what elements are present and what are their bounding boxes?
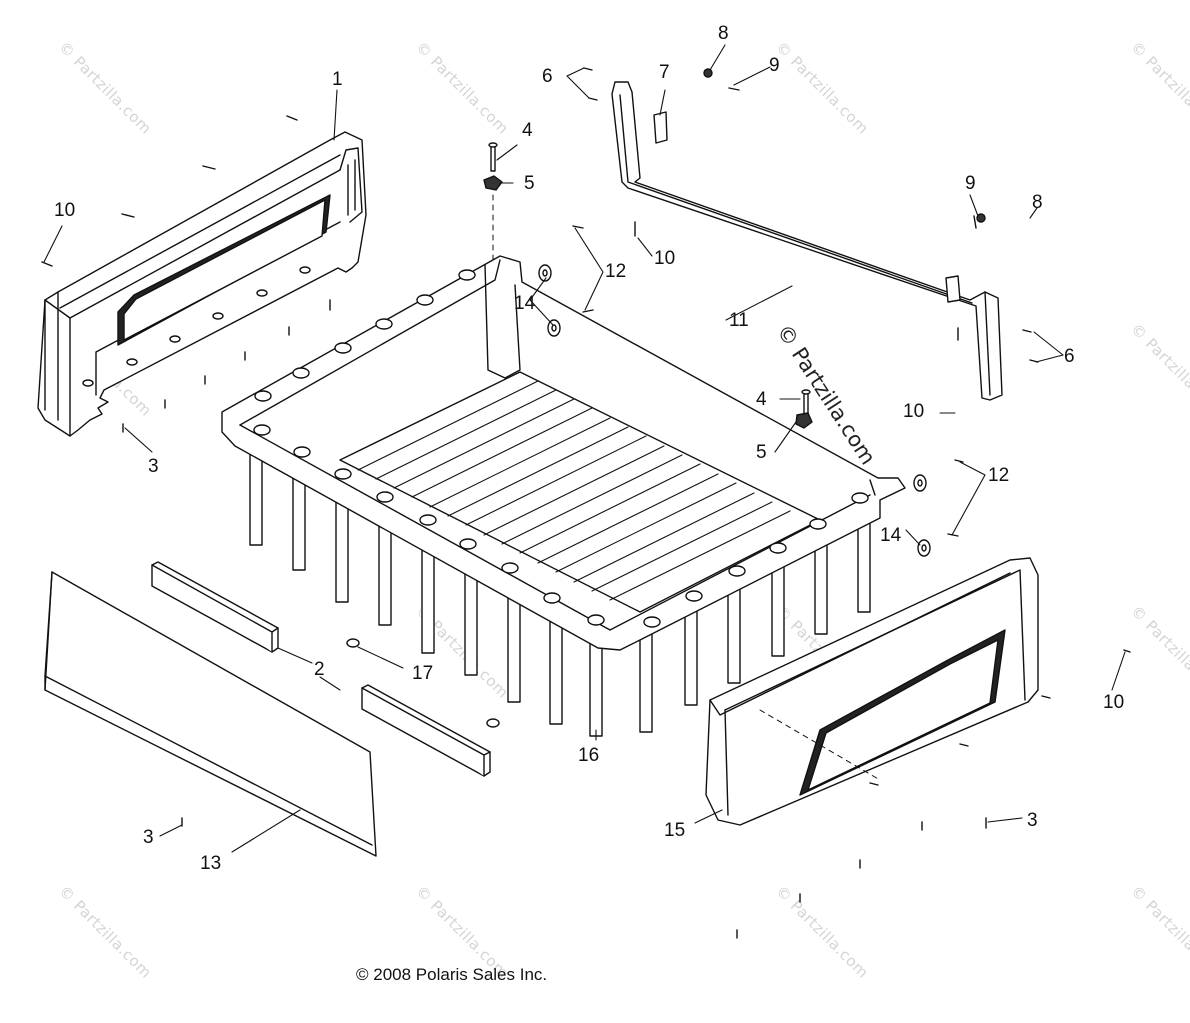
callout-17: 17	[412, 663, 434, 684]
callout-9: 9	[965, 173, 976, 194]
hardware	[41, 67, 1131, 939]
callout-6: 6	[542, 66, 553, 87]
left-side-panel	[37, 131, 367, 437]
callout-1: 1	[332, 69, 343, 90]
assembly-lines	[492, 194, 881, 781]
callout-5: 5	[756, 442, 767, 463]
callout-3: 3	[148, 456, 159, 477]
callout-12: 12	[605, 261, 627, 282]
callout-8: 8	[718, 23, 729, 44]
callout-11: 11	[729, 310, 749, 331]
cargo-box	[221, 255, 906, 737]
right-side-panel	[705, 557, 1039, 826]
wear-strips	[151, 561, 491, 777]
rear-frame-bracket	[611, 81, 1003, 401]
callout-3: 3	[1027, 810, 1038, 831]
callout-14: 14	[880, 525, 902, 546]
callout-2: 2	[314, 659, 325, 680]
tailgate-panel	[44, 571, 377, 857]
callout-10: 10	[903, 401, 925, 422]
callout-10: 10	[1103, 692, 1125, 713]
callout-4: 4	[756, 389, 767, 410]
copyright-notice: © 2008 Polaris Sales Inc.	[356, 965, 548, 984]
callout-14: 14	[514, 293, 536, 314]
callout-4: 4	[522, 120, 533, 141]
callout-7: 7	[659, 62, 670, 83]
leader-lines	[43, 44, 1126, 853]
callout-8: 8	[1032, 192, 1043, 213]
callout-3: 3	[143, 827, 154, 848]
callout-12: 12	[988, 465, 1010, 486]
callout-15: 15	[664, 820, 686, 841]
callout-16: 16	[578, 745, 600, 766]
callout-9: 9	[769, 55, 780, 76]
callout-6: 6	[1064, 346, 1075, 367]
callout-5: 5	[524, 173, 535, 194]
callout-13: 13	[200, 853, 222, 874]
callout-10: 10	[54, 200, 76, 221]
callout-10: 10	[654, 248, 676, 269]
